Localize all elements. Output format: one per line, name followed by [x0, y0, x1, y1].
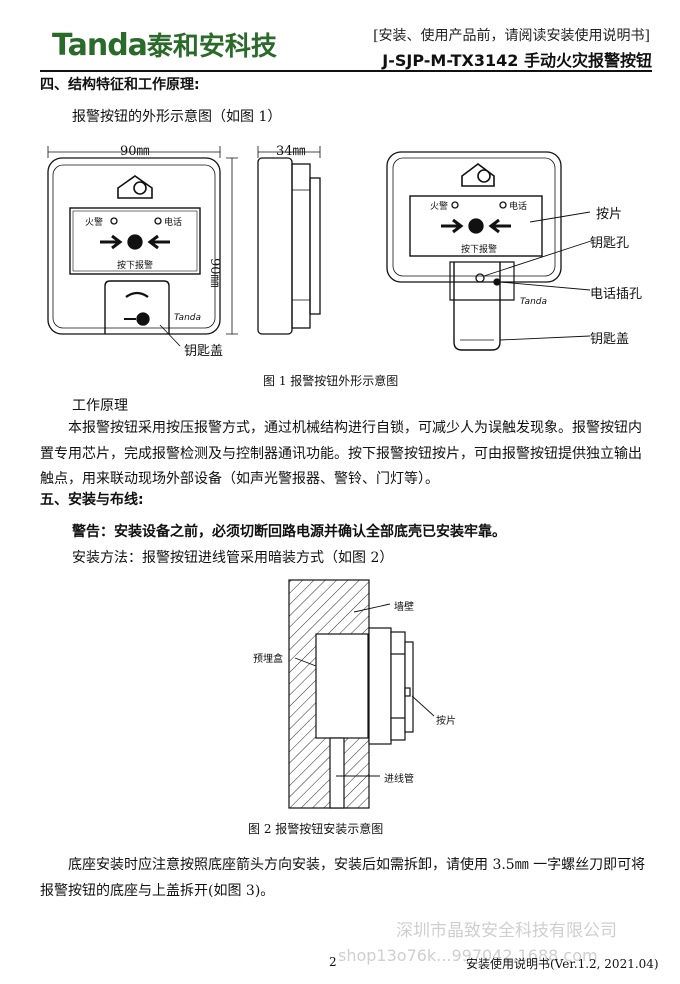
manual-version: 安装使用说明书(Ver.1.2, 2021.04): [466, 957, 659, 971]
figure2-caption: 图 2 报警按钮安装示意图: [248, 822, 384, 836]
header-model-title: J-SJP-M-TX3142 手动火灾报警按钮: [382, 51, 652, 70]
label-plate: 按片: [436, 716, 456, 727]
brand-name-cn: 泰和安科技: [146, 32, 277, 62]
section4-title: 四、结构特征和工作原理:: [40, 77, 200, 93]
panel-alarm-right: 火警: [430, 202, 449, 212]
side-view: [257, 146, 321, 335]
wall-section: [288, 579, 370, 809]
figure1-caption: 图 1 报警按钮外形示意图: [263, 374, 399, 388]
button-section: [368, 627, 414, 745]
header-divider: [40, 70, 652, 72]
panel-alarm-left: 火警: [85, 218, 104, 228]
figure2-drawing: [288, 579, 435, 809]
label-embedded-box: 预埋盒: [253, 654, 283, 665]
brand-logo: Tanda泰和安科技: [52, 26, 277, 63]
label-wall: 墙壁: [394, 602, 414, 613]
principle-title: 工作原理: [72, 398, 128, 414]
panel-press-left: 按下报警: [117, 261, 154, 271]
figure1-drawing: [47, 146, 595, 351]
base-install-text: 底座安装时应注意按照底座箭头方向安装，安装后如需拆卸，请使用 3.5㎜ 一字螺丝…: [40, 857, 646, 899]
watermark-shop: shop13o76k...997042.1688.com: [338, 946, 598, 965]
label-conduit: 进线管: [384, 774, 414, 785]
brand-mark-right: Tanda: [520, 297, 547, 307]
panel-press-right: 按下报警: [461, 245, 498, 255]
figure1-intro: 报警按钮的外形示意图（如图 1）: [72, 109, 282, 125]
brand-mark-left: Tanda: [174, 313, 201, 323]
label-key-cover-right: 钥匙盖: [590, 332, 630, 347]
front-view: [47, 146, 238, 347]
dim-depth-label: 34㎜: [276, 144, 306, 159]
dim-width-label: 90㎜: [120, 144, 150, 159]
watermark-company: 深圳市晶致安全科技有限公司: [396, 921, 617, 941]
principle-text: 本报警按钮采用按压报警方式，通过机械结构进行自锁，可减少人为误触发现象。报警按钮…: [40, 420, 642, 487]
install-warning: 警告：安装设备之前，必须切断回路电源并确认全部底壳已安装牢靠。: [72, 524, 506, 540]
label-key-cover-left: 钥匙盖: [184, 344, 224, 359]
label-keyhole: 钥匙孔: [590, 236, 630, 251]
panel-phone-left: 电话: [164, 218, 183, 228]
panel-phone-right: 电话: [509, 202, 528, 212]
install-method: 安装方法：报警按钮进线管采用暗装方式（如图 2）: [72, 550, 394, 566]
label-phone-jack: 电话插孔: [590, 287, 643, 302]
header-note: [安装、使用产品前，请阅读安装使用说明书]: [373, 28, 650, 44]
label-press-plate: 按片: [596, 207, 623, 222]
open-view: [386, 151, 595, 351]
brand-name-en: Tanda: [52, 28, 148, 63]
section5-title: 五、安装与布线:: [40, 492, 144, 508]
page-number: 2: [329, 955, 337, 969]
